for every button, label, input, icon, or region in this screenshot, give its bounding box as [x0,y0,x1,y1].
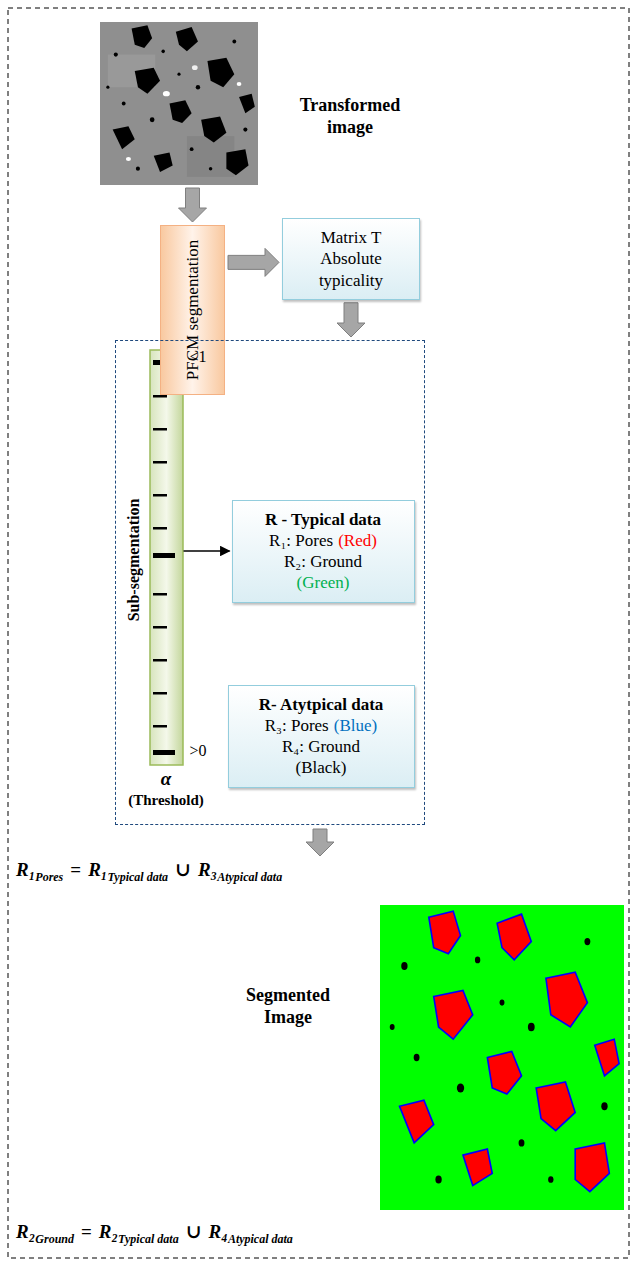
image-ground [380,905,624,1210]
scale-bar [150,350,183,765]
formula-term: R₄ [209,1221,228,1242]
image-bright-spot [237,82,242,86]
result-box: R- Atytpical dataR₃: Pores (Blue) R₄: Grou… [228,685,415,788]
result-text: R- Atytpical data [259,695,384,714]
image-pores [400,911,620,1192]
scale-label: α [161,768,172,790]
block-arrow [306,829,334,856]
formula-operator: = [70,859,81,880]
formula-operator: = [81,1221,92,1242]
scale-label: >0 [190,742,207,760]
result-text: (Red) [338,531,377,550]
scale-tick [153,428,167,431]
scale-tick [153,527,167,530]
image-title: Segmented Image [238,985,338,1028]
scale-tick [153,395,167,398]
formula-term: R₁ [16,859,35,880]
image-bright-spot [192,65,198,70]
formula-subscript: Ground [35,1232,74,1246]
scale-tick [153,553,175,558]
formula-subscript: Pores [35,870,63,884]
image-bright-spot [163,91,170,96]
formula-operator: ∪ [175,859,191,880]
segmented-image [380,905,624,1210]
formula-term: R₁ [88,859,107,880]
transformed-image [100,22,258,185]
threshold-scale-graphic [150,350,183,765]
image-title: Transformed image [290,95,410,138]
formula-operator: ∪ [186,1221,202,1242]
result-text: R₃: Pores [265,716,329,735]
scale-label: (Threshold) [128,792,204,809]
outer-frame [8,8,629,1258]
scale-tick [153,692,167,695]
image-ground [100,22,258,185]
formula-term: R₂ [99,1221,118,1242]
scale-tick [153,659,167,662]
block-arrow [228,248,279,276]
formula-subscript: Typical data [118,1232,179,1246]
process-label: Matrix T Absolute typicality [319,228,383,290]
image-node: Segmented Image [380,905,624,1210]
scale-label: <1 [190,348,207,366]
result-text: R - Typical data [265,510,381,529]
result-text: (Blue) [334,716,377,735]
arrow-line [184,550,230,552]
block-arrow [337,303,365,337]
group-frame: Sub-segmentation<1>0α(Threshold)R - Typi… [115,340,425,825]
threshold-scale: Sub-segmentation<1>0α(Threshold) [150,350,183,765]
image-node: Transformed image [100,22,258,185]
formula-subscript: Atypical data [217,870,282,884]
formula: R₁Pores=R₁Typical data∪R₃Atypical data [16,858,282,886]
result-text: (Green) [297,573,350,592]
image-bright-spot [126,157,131,161]
scale-tick [153,461,167,464]
result-text: R₂: Ground [284,552,362,571]
formula: R₂Ground=R₂Typical data∪R₄Atypical data [16,1220,293,1248]
scale-tick [153,626,167,629]
image-pores [113,25,255,175]
result-box: R - Typical dataR₁: Pores (Red) R₂: Ground… [232,500,415,603]
process-box: PFCM segmentation [160,225,225,395]
formula-subscript: Typical data [107,870,168,884]
result-text: R₄: Ground [282,737,360,756]
image-specks [106,40,247,171]
formula-term: R₃ [198,859,217,880]
scale-tick [153,593,167,596]
result-text: (Black) [296,758,347,777]
formula-subscript: Atypical data [228,1232,293,1246]
formula-term: R₂ [16,1221,35,1242]
scale-tick [153,494,167,497]
image-specks [390,938,608,1184]
scale-tick [153,725,167,728]
scale-tick [153,750,175,755]
result-text: R₁: Pores [269,531,333,550]
block-arrow [179,188,207,222]
scale-label: Sub-segmentation [125,498,143,621]
process-box: Matrix T Absolute typicality [282,218,420,300]
